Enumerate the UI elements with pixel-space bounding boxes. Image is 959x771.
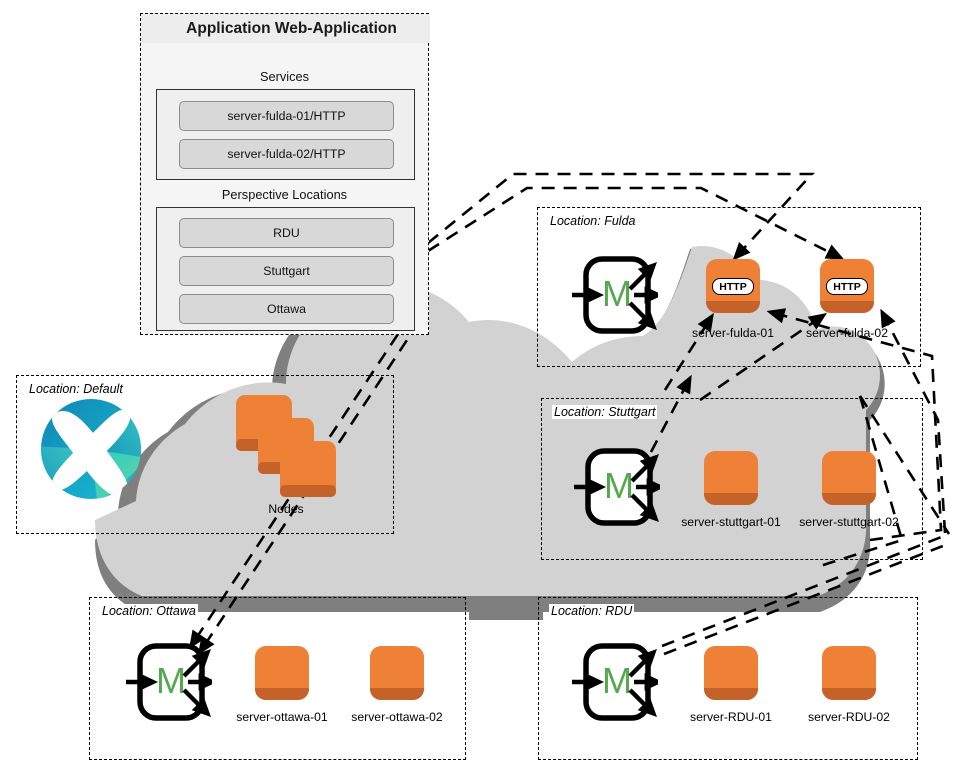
- link-stuttgart-monitor-to-fulda-01: [663, 312, 714, 391]
- svg-text:M: M: [602, 273, 632, 314]
- node-shadow: [704, 688, 758, 700]
- node-shadow: [255, 688, 309, 700]
- server-node-ottawa-01[interactable]: [255, 646, 309, 700]
- link-app-to-fulda-02: [427, 186, 845, 260]
- perspective-locations-heading: Perspective Locations: [221, 187, 348, 202]
- location-label-rdu: Location: RDU: [549, 604, 635, 618]
- server-node-stuttgart-02[interactable]: [822, 451, 876, 505]
- server-label-fulda-01: server-fulda-01: [692, 326, 774, 340]
- server-label-stuttgart-01: server-stuttgart-01: [681, 515, 781, 529]
- perspective-location-stuttgart[interactable]: Stuttgart: [179, 256, 394, 286]
- link-stuttgart-to-fulda-02: [699, 312, 828, 402]
- location-panel-ottawa[interactable]: Location: Ottawa: [89, 597, 466, 760]
- application-panel[interactable]: Application Web-Application Services ser…: [140, 13, 430, 335]
- monitor-icon-ottawa: M: [126, 643, 212, 721]
- services-group: server-fulda-01/HTTP server-fulda-02/HTT…: [156, 89, 415, 180]
- server-node-rdu-01[interactable]: [704, 646, 758, 700]
- link-crossing-stuttgart-diag: [819, 395, 904, 568]
- application-title-text: Application Web-Application: [186, 19, 397, 37]
- perspective-location-rdu[interactable]: RDU: [179, 218, 394, 248]
- perspective-locations-group: RDU Stuttgart Ottawa: [156, 207, 415, 331]
- node-shadow: [370, 688, 424, 700]
- http-badge-fulda-02: HTTP: [826, 278, 868, 295]
- location-panel-fulda[interactable]: Location: Fulda: [537, 207, 921, 367]
- link-rdu-monitor-out-a: [661, 534, 945, 648]
- location-label-stuttgart: Location: Stuttgart: [552, 405, 658, 419]
- perspective-location-ottawa[interactable]: Ottawa: [179, 294, 394, 324]
- nodes-stack-icon: [236, 395, 336, 497]
- x-brand-logo: [41, 399, 141, 499]
- service-item-0[interactable]: server-fulda-01/HTTP: [179, 101, 394, 131]
- nodes-label: Nodes: [268, 502, 304, 516]
- link-stuttgart-monitor-in: [649, 374, 692, 453]
- link-crossing-stuttgart-lower-right: [858, 395, 951, 535]
- server-label-ottawa-01: server-ottawa-01: [236, 710, 328, 724]
- monitor-icon-rdu: M: [572, 643, 658, 721]
- server-label-ottawa-02: server-ottawa-02: [351, 710, 443, 724]
- location-panel-stuttgart[interactable]: Location: Stuttgart: [541, 398, 923, 560]
- location-panel-rdu[interactable]: Location: RDU: [538, 597, 918, 760]
- application-panel-title: Application Web-Application: [141, 14, 430, 43]
- location-panel-default[interactable]: Location: Default: [16, 375, 394, 534]
- node-shadow: [822, 493, 876, 505]
- server-label-fulda-02: server-fulda-02: [806, 326, 888, 340]
- server-node-fulda-01[interactable]: HTTP: [706, 259, 760, 313]
- node-shadow: [704, 493, 758, 505]
- link-rdu-monitor-out-b: [663, 542, 949, 656]
- cloud-shape: [95, 245, 885, 620]
- server-node-ottawa-02[interactable]: [370, 646, 424, 700]
- location-label-default: Location: Default: [27, 382, 125, 396]
- server-label-rdu-02: server-RDU-02: [808, 710, 890, 724]
- link-rdu-to-fulda-02: [880, 308, 947, 534]
- node-shadow: [706, 301, 760, 313]
- monitor-icon-stuttgart: M: [574, 448, 660, 526]
- svg-text:M: M: [156, 660, 186, 701]
- service-item-1[interactable]: server-fulda-02/HTTP: [179, 139, 394, 169]
- svg-text:M: M: [602, 660, 632, 701]
- monitor-icon-fulda: M: [572, 256, 658, 334]
- location-label-ottawa: Location: Ottawa: [100, 604, 198, 618]
- server-label-stuttgart-02: server-stuttgart-02: [799, 515, 899, 529]
- link-rdu-monitor-to-fulda-01: [766, 308, 943, 542]
- server-label-rdu-01: server-RDU-01: [690, 710, 772, 724]
- server-node-rdu-02[interactable]: [822, 646, 876, 700]
- node-shadow: [820, 301, 874, 313]
- server-node-fulda-02[interactable]: HTTP: [820, 259, 874, 313]
- link-app-to-fulda-01: [427, 172, 815, 261]
- server-node-stuttgart-01[interactable]: [704, 451, 758, 505]
- svg-text:M: M: [604, 465, 634, 506]
- services-heading: Services: [259, 69, 310, 84]
- node-shadow: [822, 688, 876, 700]
- location-label-fulda: Location: Fulda: [548, 214, 638, 228]
- http-badge-fulda-01: HTTP: [712, 278, 754, 295]
